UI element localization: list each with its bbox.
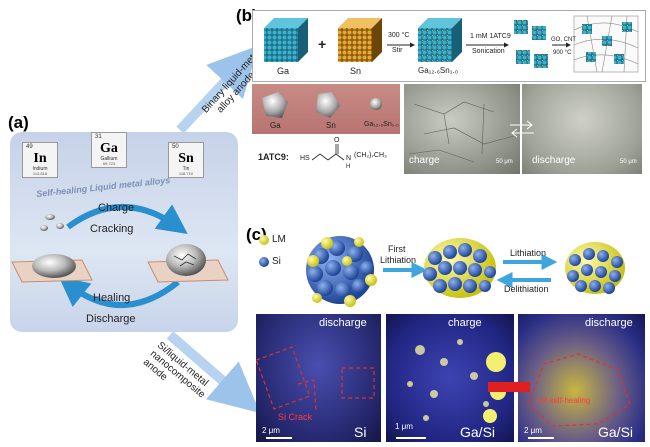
step2-reagent: 1 mM 1ATC9: [470, 33, 511, 40]
reversible-arrows-icon: [510, 120, 534, 138]
element-mass: 69.723: [102, 161, 116, 166]
lithiation-label: Lithiation: [510, 248, 547, 258]
ligand-hs: HS: [300, 155, 310, 162]
panel-label-a: (a): [8, 113, 29, 132]
element-name: Gallium: [100, 156, 118, 162]
photo-ga-label: Ga: [270, 121, 281, 130]
discharge-arrow: [58, 276, 180, 308]
micrograph2-scale: 1 μm: [395, 422, 413, 431]
sem-charge-scale: 50 μm: [496, 159, 513, 165]
micrograph1-scale: 2 μm: [262, 426, 280, 435]
connector-arrows: [166, 45, 260, 414]
atomic-number: 50: [172, 144, 179, 150]
lithiation-schematic: [259, 235, 625, 307]
cracked-droplet: [166, 244, 206, 276]
ligand-label: 1ATC9:: [258, 152, 289, 162]
sem-charge-label: charge: [409, 155, 440, 166]
micrograph3-state: discharge: [585, 317, 633, 329]
metal-samples: [262, 92, 382, 118]
micrograph-si-discharge: [256, 314, 381, 442]
liquid-metal-droplet: [32, 254, 76, 278]
element-name: Indium: [32, 166, 48, 172]
legend-lm-label: LM: [272, 234, 286, 245]
step3-temp: 900 °C: [553, 50, 572, 56]
lithiated-particle: [423, 238, 496, 298]
element-name: Tin: [182, 166, 190, 172]
discharge-label: Discharge: [86, 313, 136, 325]
pristine-particle: [306, 236, 377, 307]
sem-discharge-label: discharge: [532, 155, 576, 166]
charge-label: Charge: [98, 202, 135, 214]
micrograph1-material: Si: [354, 424, 367, 440]
element-symbol: Ga: [100, 141, 118, 156]
photo-alloy-label: Ga₁₂.₆Sn₁.₀: [364, 121, 399, 128]
highlight-arrow: [488, 382, 530, 392]
ligand-o: O: [334, 137, 340, 144]
element-tile-gallium: 31 Ga Gallium 69.723: [91, 132, 127, 168]
si-crack-label: Si Crack: [278, 412, 313, 422]
charge-arrow: [66, 204, 188, 234]
micrograph3-scale: 2 μm: [524, 426, 542, 435]
element-tile-tin: 50 Sn Tin 118.710: [168, 142, 204, 178]
micrograph3-material: Ga/Si: [598, 424, 634, 440]
ligand-structure: [311, 144, 345, 161]
micrograph1-state: discharge: [319, 317, 367, 329]
panel-a-cycle-diagram: [11, 204, 229, 308]
first-lithiation-line2: Lithiation: [380, 255, 417, 265]
element-mass: 118.710: [178, 171, 194, 176]
first-lithiation-line1: First: [388, 244, 406, 254]
sem-discharge-image: [522, 84, 642, 174]
element-mass: 114.818: [32, 171, 48, 176]
ligand-h: H: [346, 164, 351, 170]
alloy-product-label: Ga₁₂.₆Sn₁.₀: [418, 66, 458, 75]
ligand-tail: (CH₂)₇CH₃: [354, 152, 387, 159]
element-symbol: Sn: [178, 151, 194, 166]
ligand-n: N: [346, 155, 352, 162]
sem-charge-image: [404, 84, 520, 174]
sn-label: Sn: [350, 66, 362, 76]
micrograph-gasi-discharge: [518, 314, 645, 442]
legend-si-label: Si: [272, 256, 281, 267]
micrograph2-material: Ga/Si: [460, 424, 496, 440]
cracking-label: Cracking: [90, 223, 134, 235]
micrograph2-state: charge: [448, 317, 482, 329]
step2-action: Sonication: [472, 48, 505, 55]
element-tile-indium: 49 In Indium 114.818: [22, 142, 58, 178]
atomic-number: 49: [26, 144, 33, 150]
ga-label: Ga: [277, 66, 290, 76]
synthesis-scheme-art: [264, 15, 639, 73]
lm-self-healing-label: LM self-healing: [536, 396, 591, 405]
sem-discharge-scale: 50 μm: [620, 159, 637, 165]
micrograph-gasi-charge: [386, 314, 514, 442]
cycled-particle: [565, 242, 625, 294]
step1-action: Stir: [392, 47, 403, 54]
healing-label: Healing: [93, 292, 131, 304]
atomic-number: 31: [95, 134, 102, 140]
step1-temp: 300 °C: [388, 32, 410, 39]
photo-sn-label: Sn: [326, 121, 336, 130]
step3-reagent: GO, CNT: [551, 37, 576, 43]
plus-sign: +: [318, 36, 327, 52]
delithiation-label: Delithiation: [504, 284, 549, 294]
element-symbol: In: [33, 151, 47, 166]
